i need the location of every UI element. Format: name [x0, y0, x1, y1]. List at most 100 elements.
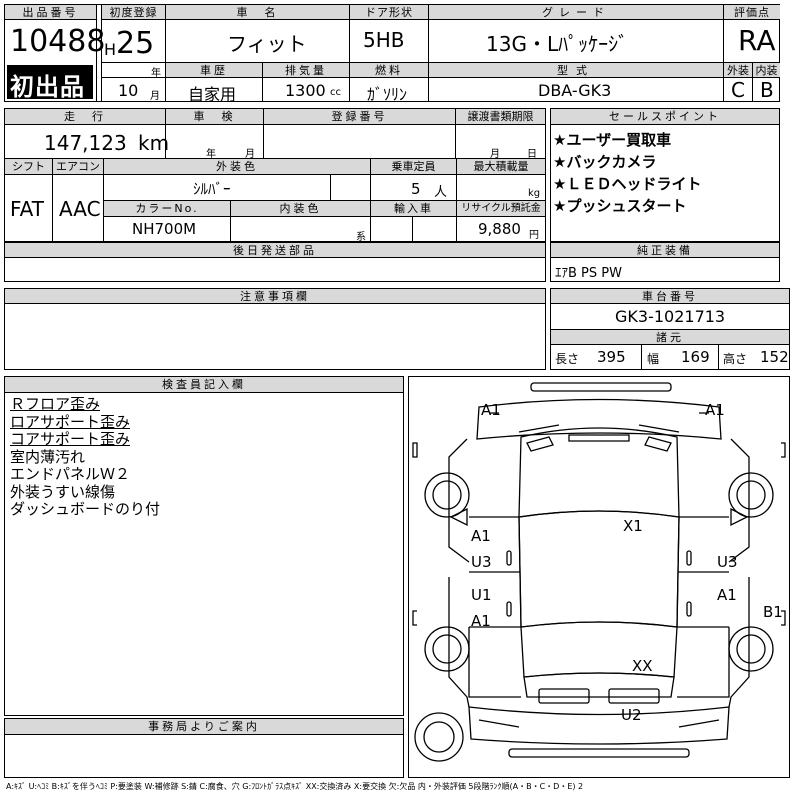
aircon-type: AAC	[59, 197, 101, 221]
max-load-unit: kg	[528, 188, 541, 199]
shift-type: FAT	[10, 197, 45, 221]
inspector-line-3: コアサポート歪み	[10, 430, 131, 448]
car-diagram: A1 A1 X1 A1 U3 U3 U1 A1 A1 B1 XX U2	[408, 376, 790, 778]
capacity-label: 乗車定員	[371, 159, 456, 174]
sales-points-section	[550, 108, 780, 242]
inspector-line-2: ロアサポート歪み	[10, 412, 131, 431]
capacity-unit: 人	[434, 185, 448, 200]
door-type: 5HB	[363, 28, 405, 52]
inspector-label: 検査員記入欄	[5, 377, 403, 392]
month-unit: 月	[150, 91, 160, 102]
inspector-line-7: ダッシュボードのり付	[10, 500, 161, 518]
mark-trunk: XX	[632, 657, 653, 675]
length-label: 長さ	[555, 352, 580, 366]
mark-roof: X1	[623, 517, 643, 535]
sales-point-1: ★ユーザー買取車	[553, 131, 672, 149]
displacement: 1300	[285, 81, 326, 100]
genuine-equipment-section	[550, 242, 780, 282]
transfer-day-unit: 日	[527, 149, 537, 160]
width-label: 幅	[647, 352, 660, 366]
door-label: ドア形状	[350, 5, 428, 19]
inspector-line-6: 外装うすい線傷	[10, 482, 116, 501]
vehicle-info-section	[4, 108, 546, 242]
specs-label: 諸元	[551, 330, 789, 344]
mileage-unit: km	[138, 131, 170, 155]
capacity: 5	[411, 180, 421, 198]
lot-number: 10488	[10, 24, 106, 59]
mark-rear: U2	[621, 706, 642, 724]
color-number: NH700M	[132, 220, 197, 238]
damage-marks: A1 A1 X1 A1 U3 U3 U1 A1 A1 B1 XX U2	[471, 401, 783, 724]
exterior-score: C	[731, 78, 745, 102]
exterior-label: 外装	[724, 63, 752, 77]
mark-right-rear-a: A1	[717, 586, 737, 604]
mark-right-front-u: U3	[717, 553, 738, 571]
office-section	[4, 718, 404, 778]
grade-label: グレード	[429, 5, 723, 19]
exterior-color-label: 外装色	[104, 159, 370, 174]
interior-label: 内装	[753, 63, 780, 77]
later-parts-section	[4, 242, 546, 282]
interior-color-label: 内装色	[231, 201, 370, 216]
mileage: 147,123	[44, 131, 127, 155]
inspector-line-5: エンドパネルＷ２	[10, 465, 131, 483]
interior-score: B	[760, 78, 774, 102]
width-value: 169	[681, 348, 710, 366]
sales-points-label: セールスポイント	[551, 109, 779, 124]
sales-point-4: ★プッシュスタート	[553, 197, 687, 215]
transfer-month-unit: 月	[490, 149, 500, 160]
first-reg-month: 10	[118, 81, 139, 100]
displacement-unit: cc	[330, 87, 341, 98]
height-value: 152	[760, 348, 789, 366]
chassis-number: GK3-1021713	[615, 307, 726, 326]
inspector-section	[4, 376, 404, 716]
fuel-label: 燃料	[350, 63, 428, 77]
car-name-label: 車 名	[166, 5, 349, 19]
sales-point-3: ★ＬＥＤヘッドライト	[553, 175, 702, 193]
inspection-label: 車 検	[166, 109, 263, 124]
inspector-notes: Ｒフロア歪み ロアサポート歪み コアサポート歪み 室内薄汚れ エンドパネルＷ２ …	[10, 395, 161, 519]
history-label: 車歴	[166, 63, 262, 77]
mark-left-front-a: A1	[471, 527, 491, 545]
transfer-label: 譲渡書類期限	[456, 109, 545, 124]
first-listing-text: 初出品	[10, 73, 85, 101]
mark-left-rear-u: U1	[471, 586, 492, 604]
later-parts-label: 後日発送部品	[5, 243, 545, 257]
car-diagram-svg: A1 A1 X1 A1 U3 U3 U1 A1 A1 B1 XX U2	[412, 382, 786, 762]
length-value: 395	[597, 348, 626, 366]
first-reg-label: 初度登録	[102, 5, 165, 19]
first-reg-year: 25	[116, 26, 155, 61]
inspection-month-unit: 月	[245, 149, 255, 160]
office-label: 事務局よりご案内	[5, 719, 403, 734]
year-unit: 年	[151, 68, 161, 79]
genuine-equipment: ｴｱB PS PW	[555, 266, 622, 281]
shift-label: シフト	[5, 159, 52, 174]
model-code-label: 型式	[429, 63, 723, 77]
legend: A:ｷｽﾞ U:ﾍｺﾐ B:ｷｽﾞを伴うﾍｺﾐ P:要塗装 W:補修跡 S:錆 …	[6, 782, 584, 791]
exterior-color: ｼﾙﾊﾞｰ	[193, 180, 231, 198]
reg-number-label: 登録番号	[264, 109, 455, 124]
mark-right-rear-b: B1	[763, 603, 783, 621]
recycle-label: リサイクル預託金	[457, 201, 545, 216]
max-load-label: 最大積載量	[457, 159, 545, 174]
mark-front-left: A1	[481, 401, 501, 419]
header-section	[4, 4, 780, 102]
color-no-label: カラーNo.	[104, 201, 230, 216]
import-label: 輸入車	[371, 201, 456, 216]
score-label: 評価点	[724, 5, 780, 19]
mark-front-right: A1	[705, 401, 725, 419]
inspection-year-unit: 年	[206, 149, 216, 160]
interior-color-suffix: 系	[356, 232, 366, 243]
era: H	[104, 40, 117, 59]
chassis-label: 車台番号	[551, 289, 789, 303]
grade: 13G・Lﾊﾟｯｹｰｼﾞ	[486, 32, 629, 56]
recycle-unit: 円	[529, 230, 539, 241]
car-name: フィット	[227, 32, 307, 56]
sales-point-2: ★バックカメラ	[553, 153, 657, 171]
inspector-line-4: 室内薄汚れ	[10, 447, 86, 466]
first-listing-badge	[7, 65, 93, 99]
recycle-fee: 9,880	[478, 220, 521, 238]
mark-left-front-u: U3	[471, 553, 492, 571]
notes-section	[4, 288, 546, 370]
inspector-line-1: Ｒフロア歪み	[10, 395, 101, 413]
